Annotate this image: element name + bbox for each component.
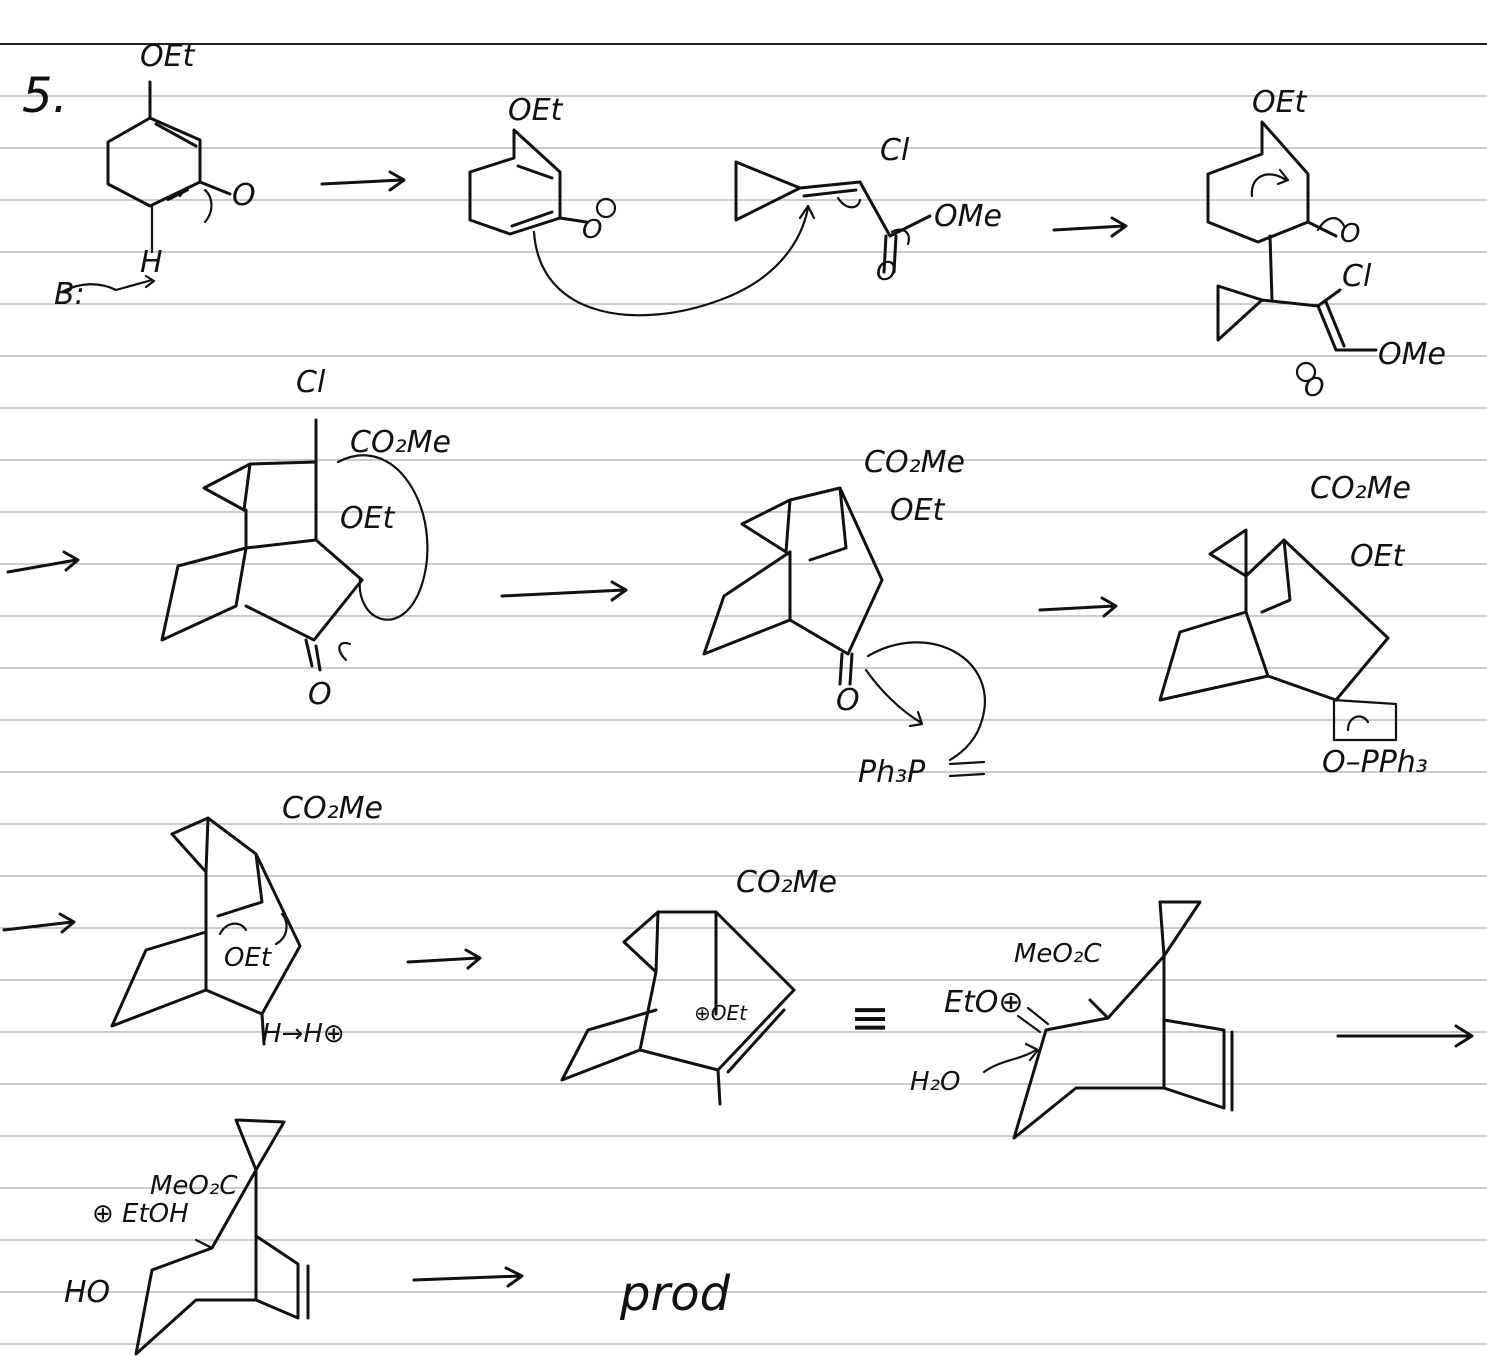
r1-o-label-d: O <box>1340 219 1360 249</box>
r4-etoh-label: ⊕ EtOH <box>92 1199 189 1229</box>
r2-co2me-label-a: CO₂Me <box>350 425 451 460</box>
arrow-r4-1 <box>412 1266 524 1288</box>
r2-opph3-label: O–PPh₃ <box>1322 745 1428 780</box>
r2-co2me-label-c: CO₂Me <box>1310 471 1411 506</box>
ph3p-ylide-bond <box>948 760 986 778</box>
structure-6-oxaphosphetane <box>1158 528 1398 742</box>
arrow-r1-1 <box>320 170 406 192</box>
structure-4-enolate-cl <box>160 418 429 672</box>
r2-co2me-label-b: CO₂Me <box>864 445 965 480</box>
r3-h-hplus-label: H→H⊕ <box>262 1019 345 1049</box>
structure-7-alkene <box>110 816 302 1046</box>
r2-oet-label-c: OEt <box>1350 539 1406 574</box>
r1-cl-label-b: Cl <box>1342 259 1372 294</box>
arrow-r3-2 <box>1336 1024 1474 1048</box>
structure-2-cyclopropylidene <box>734 160 932 274</box>
r3-oet-label-a: OEt <box>224 943 272 973</box>
structure-1-enone <box>60 80 232 294</box>
r1-oet-label-c: OEt <box>1252 85 1308 120</box>
arrow-r1-2 <box>1052 216 1128 238</box>
structure-2-enolate <box>468 128 617 236</box>
arrow-r3-1 <box>406 948 482 970</box>
r2-oet-label-a: OEt <box>340 501 396 536</box>
problem-number: 5. <box>22 68 68 124</box>
structure-8-oxocarbenium <box>560 910 796 1106</box>
r2-oet-label-b: OEt <box>890 493 946 528</box>
r2-cl-label: Cl <box>296 365 326 400</box>
structure-3-adduct <box>1206 120 1378 383</box>
r1-oet-label-a: OEt <box>140 39 196 74</box>
equivalence-sign: ≡ <box>850 990 890 1046</box>
r1-ome-label-b: OMe <box>1378 337 1446 372</box>
r3-co2me-label-b: CO₂Me <box>736 865 837 900</box>
r3-h2o-label: H₂O <box>910 1067 960 1097</box>
curved-arrow-r1-attack <box>532 204 816 317</box>
r1-h-label: H <box>140 245 163 280</box>
r2-o-label-b: O <box>836 683 860 718</box>
structure-9-redrawn <box>982 900 1234 1140</box>
r1-o-label-e: O <box>1304 373 1324 403</box>
arrow-r2-2 <box>1038 596 1118 618</box>
r3-oet-label-b: ⊕OEt <box>694 1001 748 1025</box>
r1-o-label-c: O <box>876 257 896 287</box>
r3-eto-plus-label: EtO⊕ <box>944 985 1023 1020</box>
r1-oet-label-b: OEt <box>508 93 564 128</box>
arrow-r2-1 <box>500 580 628 602</box>
r1-base-label: B: <box>54 277 85 312</box>
r3-meo2c-label: MeO₂C <box>1014 939 1102 969</box>
r1-cl-label-a: Cl <box>880 133 910 168</box>
structure-10-hemiketal <box>134 1118 310 1356</box>
ruled-lines <box>0 43 1487 1345</box>
r4-meo2c-label: MeO₂C <box>150 1171 238 1201</box>
arrow-r2-0 <box>6 550 80 574</box>
r2-o-label-a: O <box>308 677 332 712</box>
structure-5-ketone <box>702 486 986 762</box>
r1-ome-label-a: OMe <box>934 199 1002 234</box>
r2-ph3p-label: Ph₃P <box>858 755 926 790</box>
r1-o-label-b: O <box>582 215 602 245</box>
r4-ho-label: HO <box>64 1275 110 1310</box>
arrow-r3-0 <box>2 912 76 934</box>
r3-co2me-label-a: CO₂Me <box>282 791 383 826</box>
r4-prod-label: prod <box>619 1266 731 1322</box>
r1-o-label-a: O <box>232 178 256 213</box>
